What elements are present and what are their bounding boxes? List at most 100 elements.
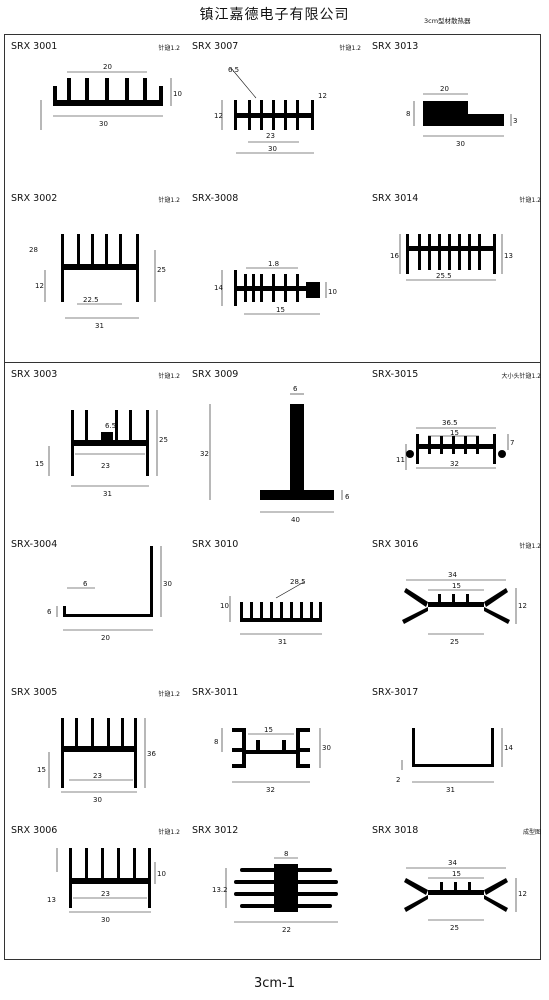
profile-model: SRX 3002 (11, 193, 58, 204)
profile-note: 针翅1.2 (158, 691, 180, 698)
dim-label: 14 (214, 284, 223, 292)
dim-label: 8 (406, 110, 410, 118)
profile-cell: SRX 3006 针翅1.2 23 30 10 13 (5, 822, 184, 958)
profile-model: SRX 3014 (372, 193, 419, 204)
profile-note: 针翅1.2 (158, 829, 180, 836)
profile-drawing: 15 32 30 8 (214, 726, 331, 794)
catalog-frame-bottom (4, 362, 541, 960)
profile-model: SRX 3018 (372, 825, 419, 836)
dim-label: 22.5 (83, 296, 99, 304)
profile-drawing: 31 14 2 (396, 728, 513, 794)
profile-drawing: 20 30 8 3 (406, 85, 517, 148)
dim-label: 30 (93, 796, 102, 804)
dim-label: 12 (318, 92, 327, 100)
profile-note: 针翅1.2 (519, 197, 541, 204)
dim-label: 34 (448, 859, 457, 867)
dim-label: 6 (293, 385, 298, 393)
dim-label: 6 (83, 580, 88, 588)
dim-label: 15 (452, 870, 461, 878)
profile-cell: SRX 3010 28.5 31 10 (186, 536, 365, 682)
dim-label: 16 (390, 252, 399, 260)
profile-model: SRX-3008 (192, 193, 239, 204)
dim-label: 25.5 (436, 272, 452, 280)
dim-label: 23 (101, 462, 110, 470)
dim-label: 30 (163, 580, 172, 588)
profile-model: SRX 3001 (11, 41, 58, 52)
dim-label: 28.5 (290, 578, 306, 586)
dim-label: 6.5 (105, 422, 116, 430)
profile-model: SRX-3017 (372, 687, 419, 698)
dim-label: 20 (103, 63, 112, 71)
dim-label: 6 (345, 493, 350, 501)
dim-label: 12 (518, 890, 527, 898)
profile-drawing: 28 22.5 31 12 25 (29, 234, 166, 330)
dim-label: 15 (276, 306, 285, 314)
dim-label: 15 (452, 582, 461, 590)
dim-label: 30 (268, 145, 277, 153)
series-tag: 3cm型材散热器 (424, 17, 471, 25)
profile-model: SRX 3005 (11, 687, 58, 698)
profile-note: 针翅1.2 (158, 373, 180, 380)
profile-drawing: 36.5 15 32 7 11 (396, 419, 514, 470)
dim-label: 25 (159, 436, 168, 444)
profile-drawing: 8 13.2 22 (212, 850, 338, 934)
profile-drawing: 20 30 10 (40, 63, 182, 130)
profile-note: 针翅1.2 (339, 45, 361, 52)
dim-label: 10 (173, 90, 182, 98)
profile-cell: SRX-3015 大小头针翅1.2 36.5 15 32 7 11 (366, 366, 545, 534)
profile-cell: SRX-3004 6 30 20 6 (5, 536, 184, 682)
dim-label: 15 (35, 460, 44, 468)
profile-drawing: 34 15 25 12 (402, 571, 527, 646)
dim-label: 34 (448, 571, 457, 579)
dim-label: 30 (99, 120, 108, 128)
dim-label: 25 (450, 924, 459, 932)
profile-model: SRX-3004 (11, 539, 58, 550)
dim-label: 1.8 (268, 260, 279, 268)
profile-drawing: 23 30 10 13 (47, 848, 166, 924)
dim-label: 23 (93, 772, 102, 780)
dim-label: 20 (101, 634, 110, 642)
dim-label: 32 (450, 460, 459, 468)
dim-label: 25 (450, 638, 459, 646)
dim-label: 14 (504, 744, 513, 752)
dim-label: 12 (35, 282, 44, 290)
dim-label: 22 (282, 926, 291, 934)
profile-cell: SRX 3014 针翅1.2 25.5 16 13 (366, 190, 545, 362)
dim-label: 15 (37, 766, 46, 774)
dim-label: 11 (396, 456, 405, 464)
dim-label: 13.2 (212, 886, 228, 894)
dim-label: 31 (278, 638, 287, 646)
dim-label: 36.5 (442, 419, 458, 427)
dim-label: 31 (95, 322, 104, 330)
dim-label: 10 (220, 602, 229, 610)
profile-model: SRX 3016 (372, 539, 419, 550)
profile-cell: SRX-3011 15 32 30 8 (186, 684, 365, 820)
profile-model: SRX 3006 (11, 825, 58, 836)
profile-cell: SRX 3012 8 13.2 22 (186, 822, 365, 958)
profile-model: SRX-3011 (192, 687, 239, 698)
dim-label: 23 (266, 132, 275, 140)
profile-model: SRX-3015 (372, 369, 419, 380)
dim-label: 31 (103, 490, 112, 498)
dim-label: 20 (440, 85, 449, 93)
dim-label: 8 (214, 738, 218, 746)
profile-cell: SRX 3001 针翅1.2 20 30 10 (5, 38, 184, 188)
profile-cell: SRX 3013 20 30 8 3 (366, 38, 545, 188)
dim-label: 28 (29, 246, 38, 254)
profile-drawing: 1.8 14 15 10 (214, 260, 337, 315)
profile-drawing: 25.5 16 13 (390, 234, 513, 281)
profile-cell: SRX 3005 针翅1.2 23 30 36 15 (5, 684, 184, 820)
profile-cell: SRX 3018 成型图 34 15 25 12 (366, 822, 545, 958)
dim-label: 32 (266, 786, 275, 794)
profile-cell: SRX-3017 31 14 2 (366, 684, 545, 820)
dim-label: 10 (328, 288, 337, 296)
dim-label: 36 (147, 750, 156, 758)
profile-drawing: 28.5 31 10 (220, 578, 322, 646)
dim-label: 30 (322, 744, 331, 752)
dim-label: 30 (101, 916, 110, 924)
dim-label: 13 (504, 252, 513, 260)
dim-label: 10 (157, 870, 166, 878)
page-number: 3cm-1 (253, 976, 296, 991)
profile-model: SRX 3003 (11, 369, 58, 380)
dim-label: 31 (446, 786, 455, 794)
